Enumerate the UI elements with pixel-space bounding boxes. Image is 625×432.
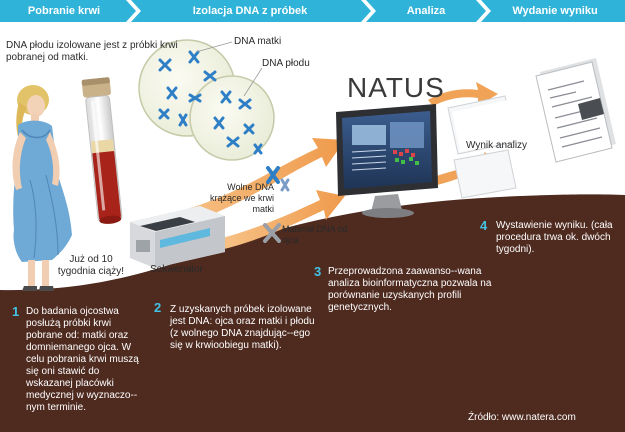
step-bar: [0, 0, 625, 22]
step-4-bg: [481, 0, 625, 22]
weeks-callout: Już od 10 tygodnia ciąży!: [57, 254, 125, 277]
panel-4-text: Wystawienie wyniku. (cała procedura trwa…: [496, 220, 613, 255]
report-document: [535, 58, 616, 163]
arrow-to-analysis-lower: [215, 190, 345, 250]
chromosome-icons: [263, 166, 290, 243]
panel-2-number: 2: [154, 300, 162, 315]
panel-3-number: 3: [314, 264, 322, 279]
panel-4-number: 4: [480, 218, 488, 233]
natus-logo-text: NATUS: [347, 72, 445, 103]
step-2-bg: [131, 0, 371, 22]
step-label-result: Wydanie wyniku: [512, 5, 598, 17]
panel-1-text: Do badania ojcostwa posłużą próbki krwi …: [26, 306, 139, 413]
result-sheets: [447, 95, 517, 199]
step-1-bg: [0, 0, 136, 22]
free-dna-label: Wolne DNA krążące we krwi matki: [209, 182, 274, 214]
computer-monitor: [336, 104, 438, 218]
mother-dna-label: DNA matki: [234, 36, 282, 47]
fetal-dna-label: DNA płodu: [262, 58, 310, 69]
panel-1-number: 1: [12, 304, 20, 319]
isolated-dna-caption: DNA płodu izolowane jest z próbki krwi p…: [6, 40, 178, 63]
panel-3-text: Przeprowadzona zaawanso--wana analiza bi…: [328, 266, 492, 313]
sequencer-machine: [130, 206, 225, 268]
father-dna-label: Materiał DNA od ojca: [282, 224, 348, 245]
step-label-dna-isolation: Izolacja DNA z próbek: [192, 5, 308, 17]
sequencer-label: Sekwenator: [150, 264, 203, 275]
fetal-dna-circle: [189, 75, 275, 161]
pregnant-woman-figure: [12, 85, 73, 291]
step-label-blood-draw: Pobranie krwi: [27, 5, 101, 17]
step-label-analysis: Analiza: [406, 5, 446, 17]
blood-tube: [81, 77, 123, 224]
brown-band: [0, 194, 625, 432]
arrow-to-report-upper: [428, 82, 498, 106]
panel-2-text: Z uzyskanych próbek izolowane jest DNA: …: [170, 304, 315, 351]
result-label: Wynik analizy: [466, 140, 528, 151]
step-3-bg: [366, 0, 486, 22]
magnified-dna-circles: [138, 39, 275, 161]
source-credit: Źródło: www.natera.com: [468, 412, 576, 423]
arrow-to-analysis-upper: [165, 138, 345, 228]
